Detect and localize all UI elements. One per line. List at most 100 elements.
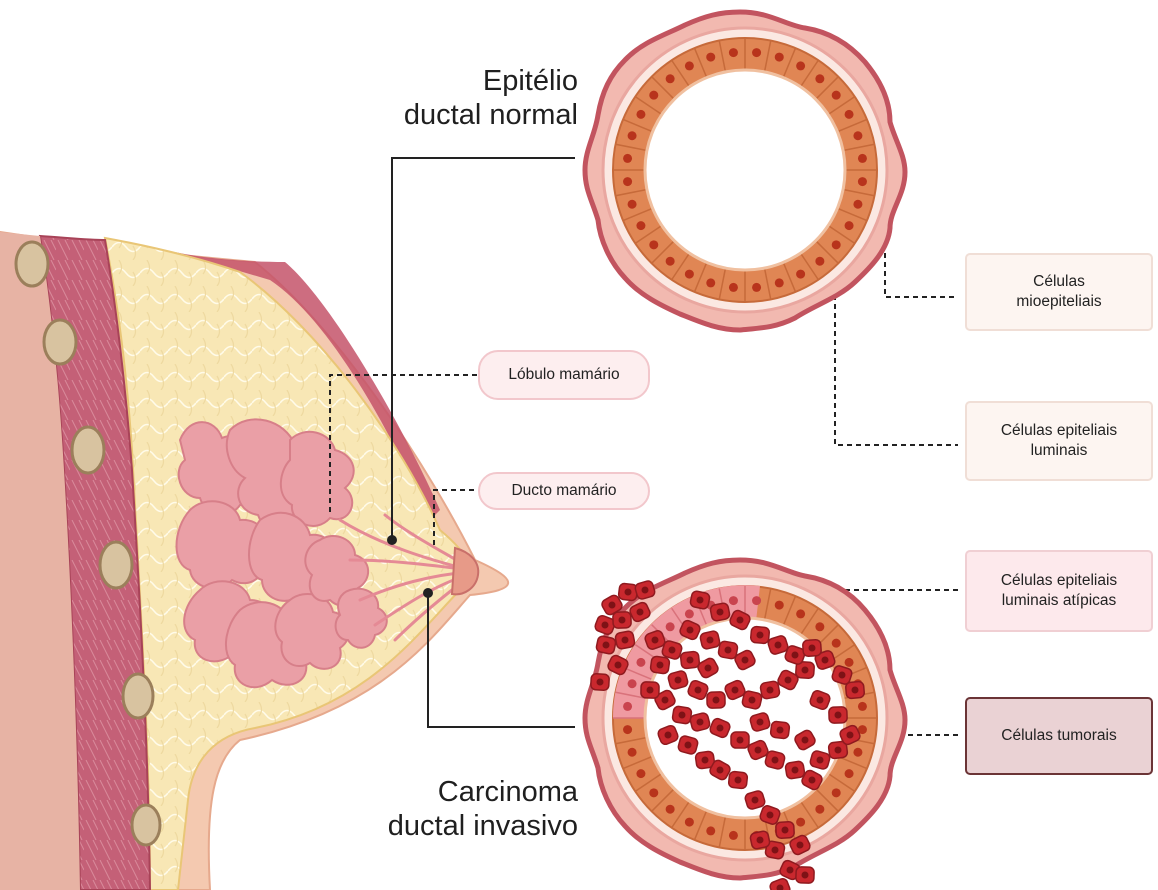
tumor-cell-nucleus xyxy=(679,712,686,719)
tumor-cell-nucleus xyxy=(675,677,682,684)
tumor-cell-nucleus xyxy=(852,687,859,694)
epithelial-cell-nucleus xyxy=(815,257,824,266)
tumor-cell-nucleus xyxy=(695,687,702,694)
lobule-label-text: Lóbulo mamário xyxy=(508,365,619,385)
atypical-label-line-2: luminais atípicas xyxy=(1001,591,1117,611)
tumor-cell-nucleus xyxy=(839,672,846,679)
tumor-label-text: Células tumorais xyxy=(1001,726,1116,746)
tumor-cell-nucleus xyxy=(725,647,732,654)
duct-label: Ducto mamário xyxy=(478,472,650,510)
tumor-cell-nucleus xyxy=(792,652,799,659)
tumor-cell-nucleus xyxy=(787,867,794,874)
epithelial-cell-nucleus xyxy=(858,177,867,186)
tumor-cell-nucleus xyxy=(782,827,789,834)
normal-duct xyxy=(585,12,905,330)
tumor-cell-nucleus xyxy=(602,622,609,629)
tumor-cell-nucleus xyxy=(757,719,764,726)
normal-title-line-1: Epitélio xyxy=(382,64,578,98)
tumor-cell-nucleus xyxy=(772,847,779,854)
invasive-marker-dot xyxy=(423,588,433,598)
atypical-label-line-1: Células epiteliais xyxy=(1001,571,1117,591)
invasive-title-line-1: Carcinoma xyxy=(372,775,578,809)
tumor-cell-nucleus xyxy=(713,697,720,704)
tumor-cell-nucleus xyxy=(685,742,692,749)
atypical-cell-nucleus xyxy=(685,609,694,618)
epithelial-cell-nucleus xyxy=(853,748,862,757)
epithelial-cell-nucleus xyxy=(845,658,854,667)
tumor-cell-nucleus xyxy=(797,842,804,849)
atypical-cell-nucleus xyxy=(666,622,675,631)
epithelial-cell-nucleus xyxy=(775,278,784,287)
epithelial-cell-nucleus xyxy=(796,61,805,70)
invasive-title-line-2: ductal invasivo xyxy=(372,809,578,843)
epithelial-cell-nucleus xyxy=(685,270,694,279)
epithelial-cell-nucleus xyxy=(815,622,824,631)
epithelial-cell-nucleus xyxy=(649,91,658,100)
invasive-duct xyxy=(585,560,905,890)
epithelial-cell-nucleus xyxy=(845,769,854,778)
tumor-cell-nucleus xyxy=(697,719,704,726)
epithelial-cell-nucleus xyxy=(685,818,694,827)
epithelial-cell-nucleus xyxy=(706,826,715,835)
tumor-cell-nucleus xyxy=(637,609,644,616)
tumor-cell-nucleus xyxy=(717,767,724,774)
epithelial-cell-nucleus xyxy=(832,639,841,648)
invasive-carcinoma-title: Carcinoma ductal invasivo xyxy=(372,775,578,843)
epithelial-cell-nucleus xyxy=(729,831,738,840)
tumor-cell-nucleus xyxy=(647,687,654,694)
epithelial-cell-nucleus xyxy=(858,154,867,163)
tumor-cell-nucleus xyxy=(835,712,842,719)
atypical-cell-nucleus xyxy=(729,596,738,605)
tumor-cell-nucleus xyxy=(809,645,816,652)
epithelial-cell-nucleus xyxy=(858,702,867,711)
epithelial-cell-nucleus xyxy=(796,818,805,827)
luminal-label-line-2: luminais xyxy=(1001,441,1117,461)
epithelial-cell-nucleus xyxy=(832,91,841,100)
atypical-cell-nucleus xyxy=(636,658,645,667)
tumor-cell-nucleus xyxy=(609,602,616,609)
tumor-cell-nucleus xyxy=(717,725,724,732)
epithelial-cell-nucleus xyxy=(666,805,675,814)
tumor-cell-nucleus xyxy=(622,637,629,644)
epithelial-cell-nucleus xyxy=(752,283,761,292)
epithelial-cell-nucleus xyxy=(666,74,675,83)
tumor-cell-nucleus xyxy=(737,737,744,744)
tumor-cell-nucleus xyxy=(767,687,774,694)
tumor-cell-nucleus xyxy=(615,662,622,669)
epithelial-cell-nucleus xyxy=(845,221,854,230)
epithelial-cell-nucleus xyxy=(623,154,632,163)
tumor-cell-nucleus xyxy=(619,617,626,624)
epithelial-cell-nucleus xyxy=(796,609,805,618)
tumor-label: Células tumorais xyxy=(965,697,1153,775)
tumor-cell-nucleus xyxy=(802,667,809,674)
normal-duct-lumen xyxy=(645,70,845,270)
tumor-cell-nucleus xyxy=(742,657,749,664)
tumor-cell-nucleus xyxy=(665,732,672,739)
epithelial-cell-nucleus xyxy=(815,74,824,83)
epithelial-cell-nucleus xyxy=(636,221,645,230)
tumor-cell-nucleus xyxy=(717,609,724,616)
epithelial-cell-nucleus xyxy=(636,110,645,119)
epithelial-cell-nucleus xyxy=(636,769,645,778)
tumor-cell-nucleus xyxy=(817,697,824,704)
tumor-cell-nucleus xyxy=(757,632,764,639)
epithelial-cell-nucleus xyxy=(628,748,637,757)
tumor-cell-nucleus xyxy=(687,627,694,634)
myoepithelial-label: Células mioepiteliais xyxy=(965,253,1153,331)
luminal-label: Células epiteliais luminais xyxy=(965,401,1153,481)
tumor-cell-nucleus xyxy=(652,637,659,644)
epithelial-cell-nucleus xyxy=(706,278,715,287)
tumor-cell-nucleus xyxy=(777,727,784,734)
tumor-cell-nucleus xyxy=(625,589,632,596)
epithelial-cell-nucleus xyxy=(628,131,637,140)
tumor-cell-nucleus xyxy=(705,665,712,672)
tumor-cell-nucleus xyxy=(847,732,854,739)
normal-title-line-2: ductal normal xyxy=(382,98,578,132)
tumor-cell-nucleus xyxy=(697,597,704,604)
tumor-cell-nucleus xyxy=(802,872,809,879)
tumor-cell-nucleus xyxy=(737,617,744,624)
tumor-cell-nucleus xyxy=(767,812,774,819)
tumor-cell-nucleus xyxy=(785,677,792,684)
tumor-cell-nucleus xyxy=(657,662,664,669)
tumor-cell-nucleus xyxy=(707,637,714,644)
